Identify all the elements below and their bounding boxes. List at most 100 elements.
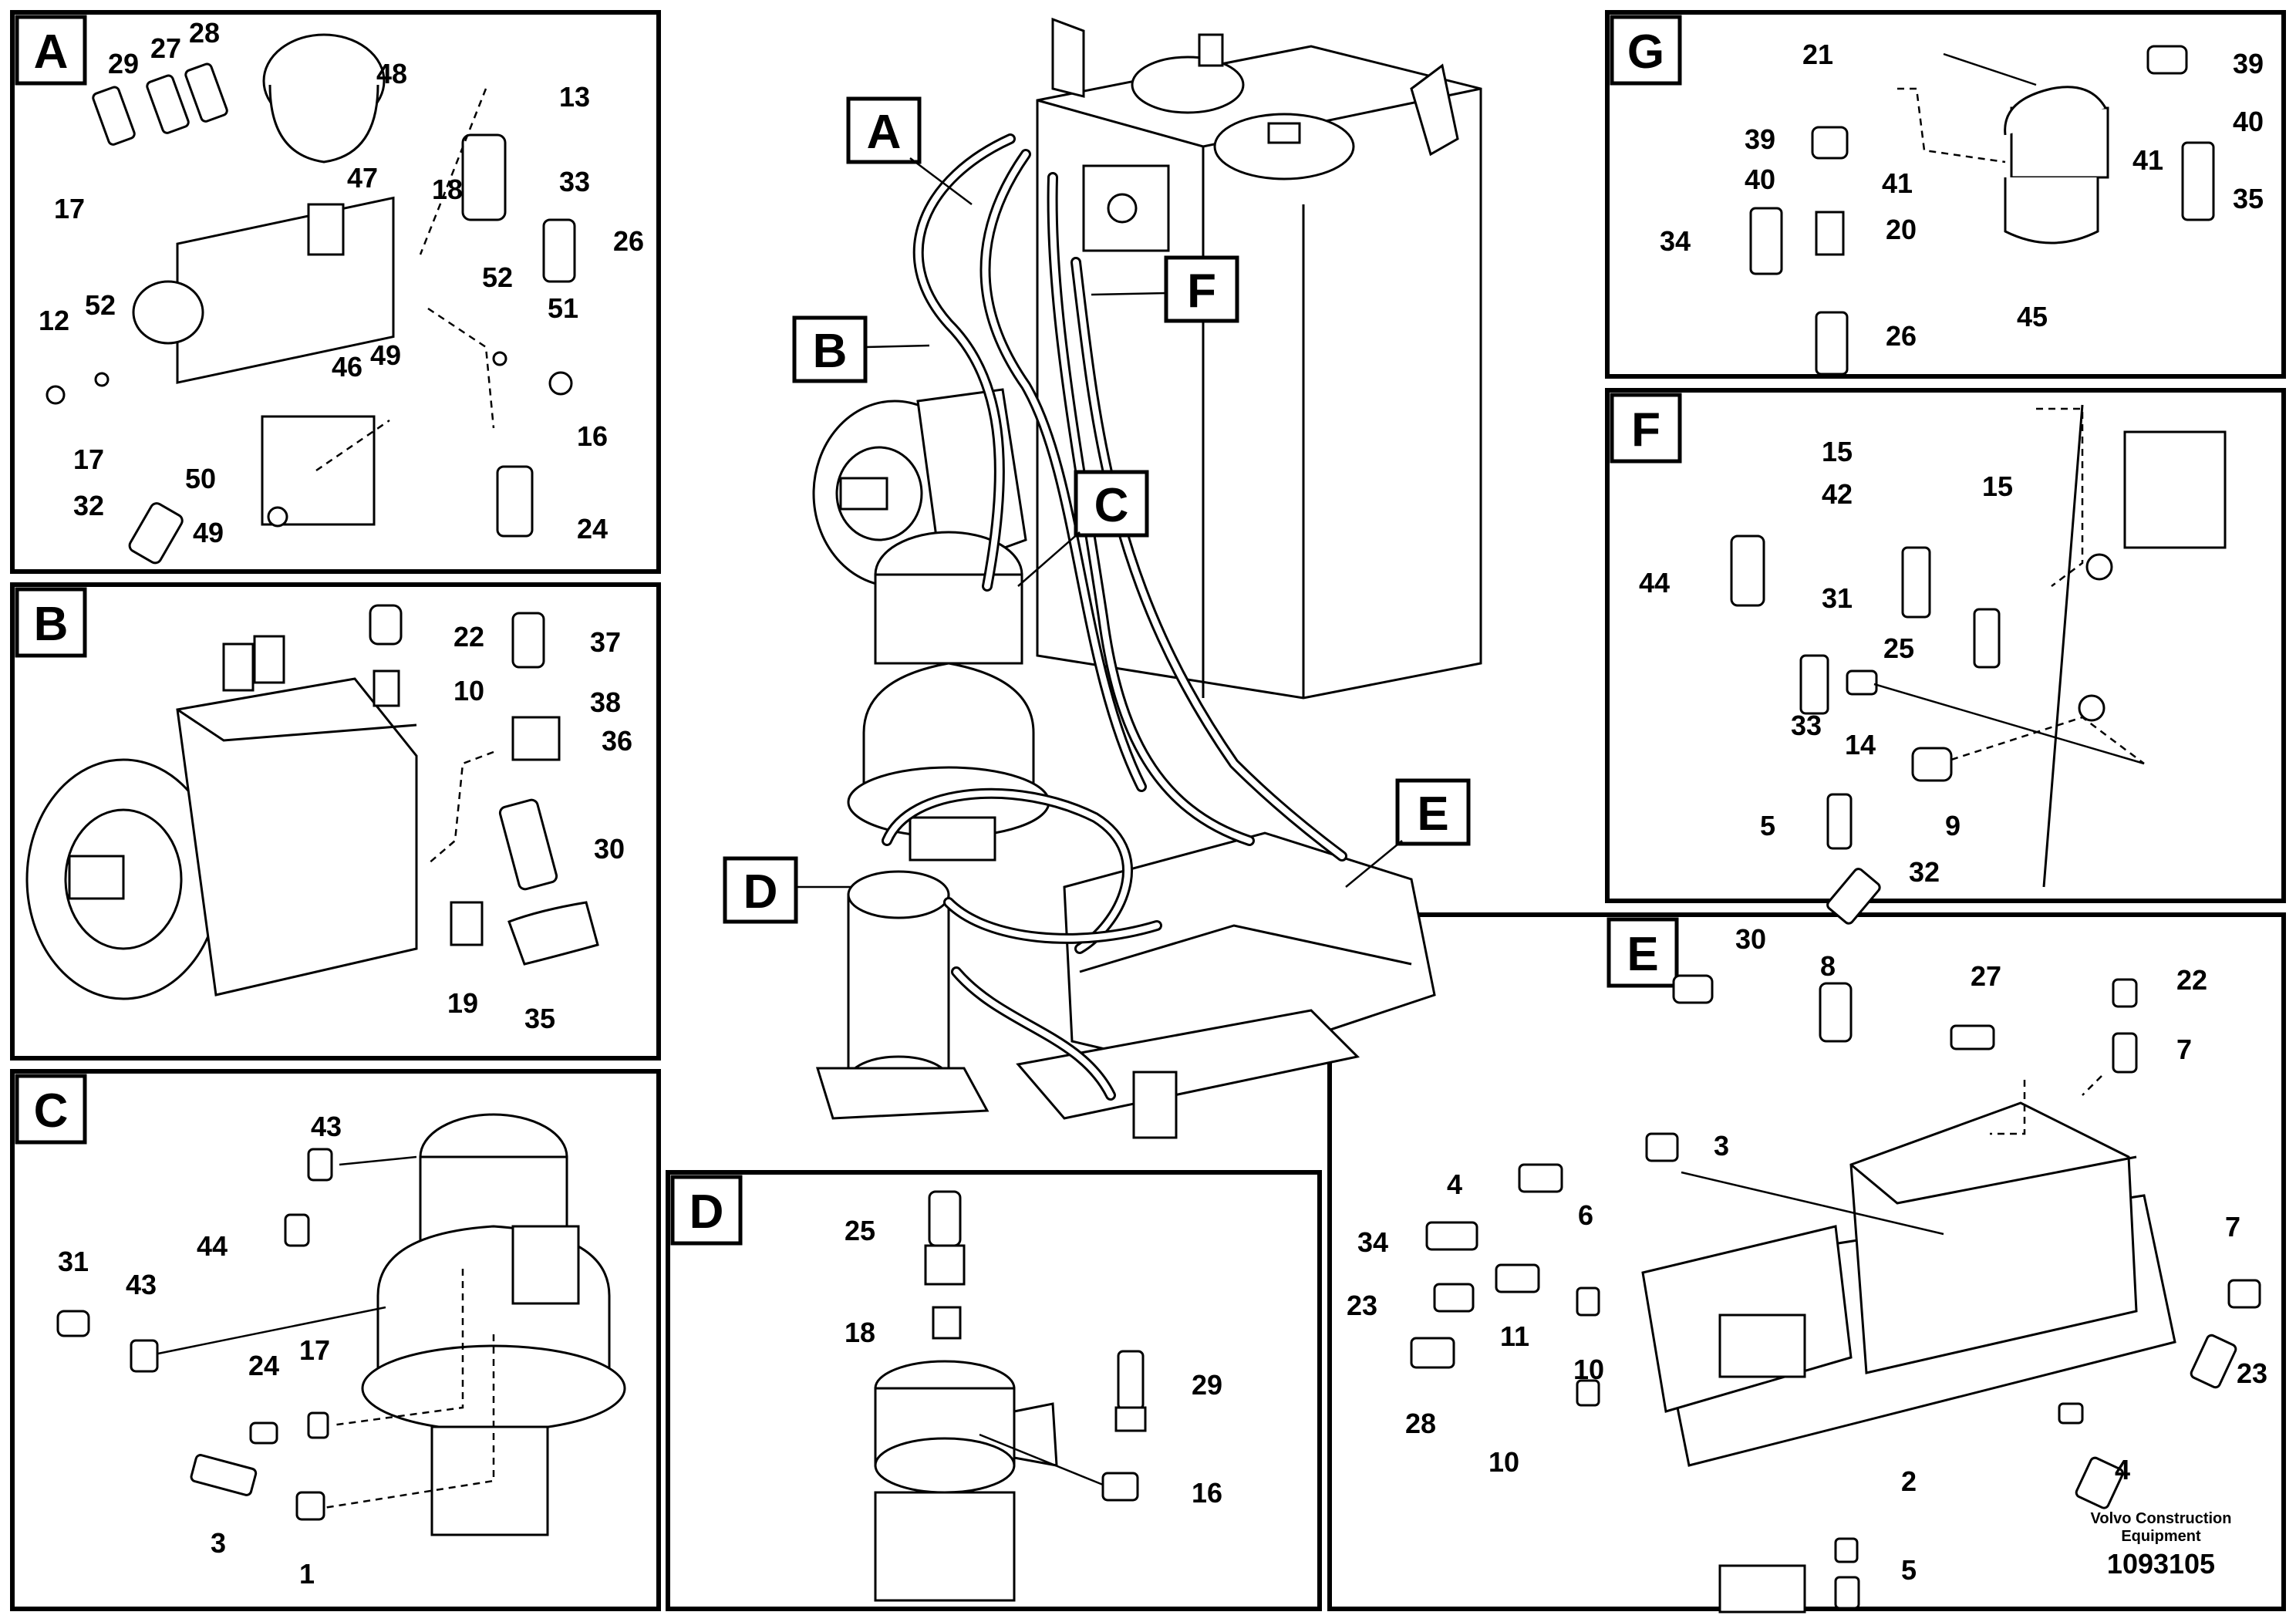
svg-text:33: 33 bbox=[1791, 710, 1822, 741]
panel-f-drawing bbox=[1730, 404, 2227, 925]
svg-text:3: 3 bbox=[1714, 1130, 1729, 1162]
panel-b-frame bbox=[10, 582, 661, 1061]
svg-text:24: 24 bbox=[577, 513, 608, 545]
svg-text:28: 28 bbox=[189, 17, 220, 49]
svg-text:18: 18 bbox=[432, 174, 463, 205]
overview-tag-c: C bbox=[1017, 470, 1149, 587]
svg-text:36: 36 bbox=[602, 725, 632, 757]
svg-text:41: 41 bbox=[1882, 167, 1913, 199]
panel-f-labels: 15 42 15 44 31 25 33 14 5 9 32 bbox=[1639, 436, 2013, 888]
panel-c-labels: 43 44 31 43 24 17 3 1 bbox=[58, 1111, 342, 1590]
svg-text:45: 45 bbox=[2017, 301, 2048, 332]
svg-text:12: 12 bbox=[39, 305, 69, 336]
panel-b-tag: B bbox=[15, 587, 87, 658]
svg-text:5: 5 bbox=[1901, 1554, 1917, 1586]
svg-text:C: C bbox=[1094, 479, 1129, 532]
svg-text:35: 35 bbox=[2233, 183, 2264, 214]
panel-d-tag: D bbox=[670, 1175, 743, 1246]
svg-text:37: 37 bbox=[590, 626, 621, 658]
document-number: 1093105 bbox=[2107, 1548, 2215, 1580]
svg-text:39: 39 bbox=[1745, 123, 1775, 155]
svg-text:9: 9 bbox=[1945, 810, 1961, 841]
panel-a-labels: 29 27 28 48 13 17 47 18 33 26 52 51 12 5… bbox=[39, 17, 644, 548]
panel-d-frame bbox=[666, 1170, 1322, 1611]
svg-text:52: 52 bbox=[85, 289, 116, 321]
svg-text:13: 13 bbox=[559, 81, 590, 113]
svg-text:17: 17 bbox=[73, 443, 104, 475]
svg-text:27: 27 bbox=[150, 32, 181, 64]
svg-text:5: 5 bbox=[1760, 810, 1775, 841]
svg-text:22: 22 bbox=[453, 621, 484, 653]
svg-text:18: 18 bbox=[845, 1317, 875, 1348]
svg-text:E: E bbox=[1417, 787, 1448, 841]
svg-text:25: 25 bbox=[1883, 632, 1914, 664]
svg-text:A: A bbox=[34, 25, 69, 79]
svg-text:34: 34 bbox=[1357, 1226, 1388, 1258]
svg-text:4: 4 bbox=[1447, 1168, 1462, 1200]
panel-a-drawing bbox=[46, 33, 576, 565]
svg-text:3: 3 bbox=[211, 1527, 226, 1559]
panel-d-labels: 25 18 29 16 bbox=[845, 1215, 1222, 1509]
svg-text:21: 21 bbox=[1802, 39, 1833, 70]
svg-text:1: 1 bbox=[299, 1558, 315, 1590]
panel-b-drawing bbox=[25, 604, 599, 1000]
panel-c-frame bbox=[10, 1069, 661, 1611]
svg-text:F: F bbox=[1631, 403, 1660, 457]
svg-text:20: 20 bbox=[1886, 214, 1917, 245]
panel-g-frame bbox=[1605, 10, 2286, 379]
svg-text:26: 26 bbox=[613, 225, 644, 257]
svg-text:31: 31 bbox=[58, 1246, 89, 1277]
panel-b-labels: 22 37 10 38 36 30 19 35 bbox=[447, 621, 632, 1034]
panel-g-labels: 21 39 39 40 40 41 41 34 20 35 45 26 bbox=[1660, 39, 2264, 352]
svg-text:23: 23 bbox=[1347, 1290, 1377, 1321]
svg-text:24: 24 bbox=[248, 1350, 279, 1381]
svg-text:29: 29 bbox=[1192, 1369, 1222, 1401]
svg-text:11: 11 bbox=[1500, 1320, 1529, 1352]
svg-text:38: 38 bbox=[590, 686, 621, 718]
svg-text:34: 34 bbox=[1660, 225, 1691, 257]
svg-text:35: 35 bbox=[524, 1003, 555, 1034]
svg-text:6: 6 bbox=[1578, 1199, 1593, 1231]
svg-text:16: 16 bbox=[1192, 1477, 1222, 1509]
svg-text:26: 26 bbox=[1886, 320, 1917, 352]
panel-e-frame bbox=[1327, 912, 2286, 1611]
svg-text:31: 31 bbox=[1822, 582, 1853, 614]
svg-text:40: 40 bbox=[2233, 106, 2264, 137]
svg-text:8: 8 bbox=[1820, 950, 1836, 982]
svg-text:49: 49 bbox=[193, 517, 224, 548]
svg-text:39: 39 bbox=[2233, 48, 2264, 79]
svg-text:44: 44 bbox=[1639, 567, 1670, 599]
svg-text:7: 7 bbox=[2176, 1034, 2192, 1065]
svg-text:10: 10 bbox=[1573, 1354, 1604, 1385]
panel-e-drawing bbox=[1410, 974, 2261, 1614]
svg-text:32: 32 bbox=[1909, 856, 1940, 888]
panel-a-frame bbox=[10, 10, 661, 574]
svg-text:7: 7 bbox=[2225, 1211, 2240, 1243]
svg-text:29: 29 bbox=[108, 48, 139, 79]
svg-text:33: 33 bbox=[559, 166, 590, 197]
panel-a-tag: A bbox=[15, 15, 87, 86]
svg-text:17: 17 bbox=[299, 1334, 330, 1366]
panel-g-tag: G bbox=[1610, 15, 1682, 86]
panel-c-tag: C bbox=[15, 1074, 87, 1145]
overview-assembly bbox=[812, 17, 1482, 1139]
svg-text:2: 2 bbox=[1901, 1465, 1917, 1497]
svg-text:25: 25 bbox=[845, 1215, 875, 1246]
svg-text:41: 41 bbox=[2132, 144, 2163, 176]
svg-text:22: 22 bbox=[2176, 964, 2207, 996]
svg-text:F: F bbox=[1187, 265, 1216, 318]
brand-line-1: Volvo Construction bbox=[2091, 1510, 2232, 1527]
brand-footer: Volvo Construction Equipment 1093105 bbox=[2091, 1510, 2232, 1580]
overview-tag-f: F bbox=[1091, 255, 1239, 323]
overview-tag-b: B bbox=[792, 315, 930, 383]
panel-e-labels: 30 8 27 22 7 3 4 6 34 7 23 11 10 23 28 1… bbox=[1347, 923, 2267, 1586]
overview-tag-e: E bbox=[1345, 778, 1471, 888]
svg-text:D: D bbox=[689, 1185, 724, 1239]
svg-text:16: 16 bbox=[577, 420, 608, 452]
svg-text:A: A bbox=[867, 106, 902, 159]
svg-text:19: 19 bbox=[447, 987, 478, 1019]
svg-text:C: C bbox=[34, 1084, 69, 1138]
panel-e-tag: E bbox=[1607, 917, 1679, 988]
svg-text:E: E bbox=[1627, 928, 1658, 981]
